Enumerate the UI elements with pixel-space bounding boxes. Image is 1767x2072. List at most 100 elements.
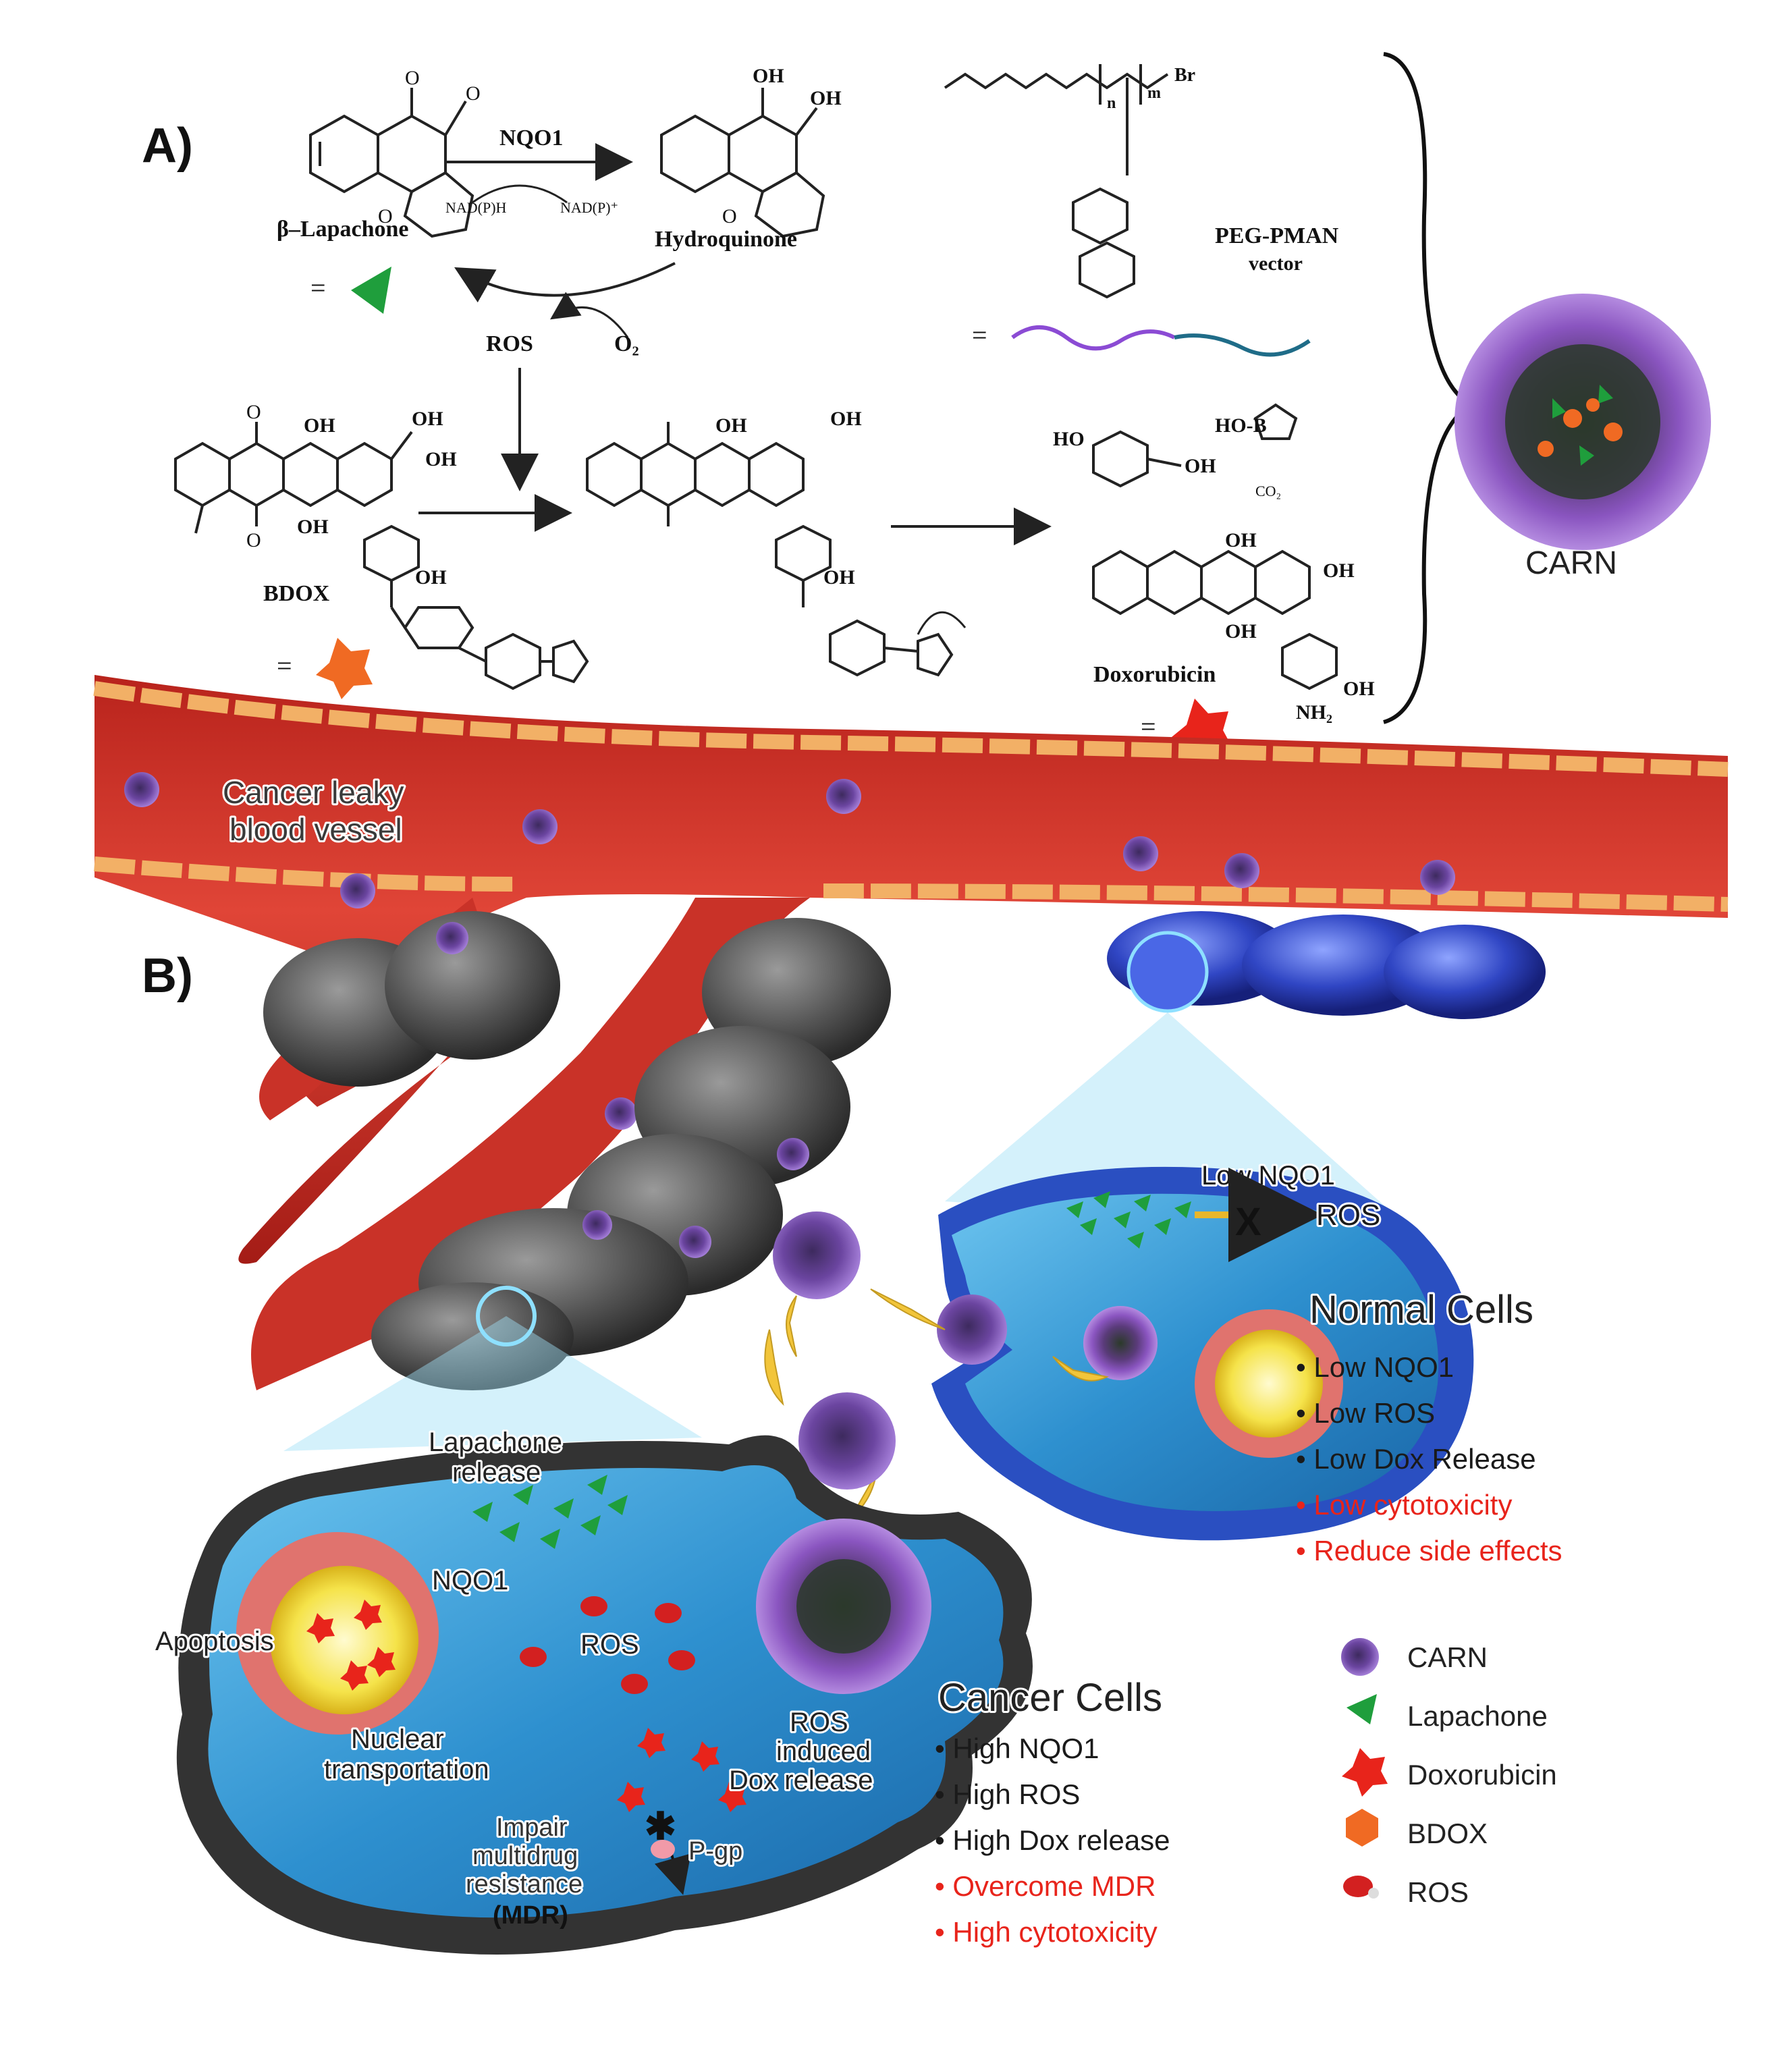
- normal-cell-cluster: [1107, 911, 1546, 1019]
- svg-text:NAD(P)H: NAD(P)H: [445, 199, 507, 216]
- panel-b-label: B): [142, 949, 193, 1003]
- blood-vessel: [94, 675, 1728, 1264]
- impair-label-2: multidrug: [472, 1842, 578, 1870]
- cancer-cells-list-bullet: •: [935, 1870, 952, 1902]
- legend-label-bdox: BDOX: [1407, 1818, 1488, 1849]
- ros-label-a: ROS: [486, 331, 533, 356]
- svg-text:O: O: [246, 401, 261, 423]
- cancer-cells-list-item: • High Dox release: [935, 1824, 1170, 1856]
- impair-label-3: resistance: [466, 1870, 582, 1899]
- svg-text:O: O: [246, 529, 261, 551]
- cancer-cell: [176, 1435, 1033, 1955]
- cancer-zoom-cone: [283, 1316, 702, 1451]
- normal-cell-lapachone-cluster: [1066, 1191, 1191, 1249]
- cancer-cells-list-item: • High NQO1: [935, 1733, 1099, 1764]
- low-nqo1-label: Low NQO1: [1201, 1161, 1335, 1191]
- ros-legend-icon: [1343, 1876, 1379, 1899]
- pgp-label: P-gp: [688, 1837, 742, 1865]
- cancer-cells-title: Cancer Cells: [938, 1676, 1162, 1720]
- bdox-legend-icon: [1346, 1809, 1378, 1847]
- o2-label: O₂: [614, 331, 639, 356]
- svg-text:O: O: [405, 67, 420, 89]
- grouping-brace: [1383, 52, 1476, 724]
- svg-text:OH: OH: [830, 408, 862, 430]
- intermediate-structure: [586, 422, 954, 677]
- svg-text:Br: Br: [1174, 65, 1195, 86]
- normal-cells-list-item: • Low cytotoxicity: [1296, 1489, 1512, 1521]
- ros-induced-label-2: induced: [776, 1737, 871, 1766]
- nqo1-label: NQO1: [432, 1566, 508, 1596]
- svg-text:HO: HO: [1053, 428, 1085, 450]
- svg-text:OH: OH: [1185, 455, 1216, 477]
- svg-text:OH: OH: [304, 414, 335, 437]
- vessel-branch-main: [251, 898, 810, 1390]
- impair-label-1: Impair: [496, 1814, 568, 1842]
- cancer-ros-dox: [520, 1596, 746, 1812]
- beta-lapachone-structure: [309, 88, 474, 238]
- doxorubicin-structure: [1092, 549, 1338, 690]
- svg-text:=: =: [1141, 711, 1156, 742]
- vessel-label-line1: Cancer leaky: [223, 775, 404, 810]
- carn-label: CARN: [1525, 545, 1617, 581]
- normal-cells-list-bullet: •: [1296, 1443, 1313, 1475]
- lapachone-release-label-2: release: [452, 1458, 541, 1488]
- lapachone-release-label-1: Lapachone: [429, 1427, 562, 1457]
- carn-nanoparticle-large: [1455, 294, 1711, 550]
- legend-label-lapachone: Lapachone: [1407, 1700, 1548, 1732]
- svg-text:=: =: [277, 651, 292, 681]
- svg-text:OH: OH: [810, 87, 842, 109]
- cancer-cells-list-bullet: •: [935, 1733, 952, 1764]
- svg-text:=: =: [972, 320, 987, 350]
- nqo1-arrow-label: NQO1: [499, 126, 563, 151]
- normal-cells-list-bullet: •: [1296, 1489, 1313, 1521]
- bdox-name: BDOX: [263, 581, 330, 606]
- normal-cells-list-item: • Low NQO1: [1296, 1351, 1454, 1383]
- svg-text:OH: OH: [715, 414, 747, 437]
- svg-text:OH: OH: [412, 408, 443, 430]
- svg-text:OH: OH: [1225, 529, 1257, 551]
- normal-cells-list-bullet: •: [1296, 1535, 1313, 1566]
- svg-text:OH: OH: [297, 516, 329, 538]
- pgp-pump-icon: [651, 1840, 675, 1859]
- svg-text:OH: OH: [753, 65, 784, 87]
- vessel-label-line2: blood vessel: [229, 812, 402, 847]
- cancer-lapachone-cluster: [472, 1475, 628, 1549]
- panel-b: Cancer leaky blood vessel: [93, 675, 1729, 1955]
- svg-text:OH: OH: [823, 566, 855, 589]
- free-carn-1: [773, 1211, 861, 1299]
- peg-chain-icon: [1011, 325, 1176, 351]
- svg-text:OH: OH: [1343, 678, 1375, 700]
- panel-a-label: A): [142, 119, 193, 173]
- svg-text:CO₂: CO₂: [1255, 483, 1281, 499]
- svg-text:OH: OH: [1225, 620, 1257, 643]
- apoptosis-label: Apoptosis: [155, 1627, 274, 1656]
- bdox-icon: [316, 638, 373, 699]
- svg-text:NAD(P)⁺: NAD(P)⁺: [560, 199, 618, 216]
- svg-text:m: m: [1147, 84, 1161, 102]
- normal-cells-list-bullet: •: [1296, 1397, 1313, 1429]
- lapachone-icon: [351, 267, 391, 314]
- normal-cells-list-item: • Low Dox Release: [1296, 1443, 1536, 1475]
- legend-label-doxorubicin: Doxorubicin: [1407, 1759, 1557, 1791]
- nuclear-label-1: Nuclear: [351, 1724, 444, 1754]
- tumor-cell-cluster: [263, 911, 891, 1390]
- impair-label-4: (MDR): [493, 1901, 568, 1930]
- hydroquinone-name: Hydroquinone: [655, 227, 797, 252]
- cancer-cells-list: • High NQO1• High ROS• High Dox release•…: [935, 1733, 1170, 1948]
- pman-chain-icon: [1174, 333, 1311, 357]
- normal-cells-list-item: • Reduce side effects: [1296, 1535, 1562, 1566]
- svg-text:OH: OH: [1323, 560, 1355, 582]
- doxorubicin-name: Doxorubicin: [1093, 662, 1216, 687]
- ros-label-b: ROS: [580, 1630, 639, 1660]
- blocked-ros-label: ROS: [1316, 1199, 1380, 1232]
- normal-cells-title: Normal Cells: [1309, 1288, 1533, 1332]
- legend-label-ros: ROS: [1407, 1876, 1469, 1908]
- doxorubicin-legend-icon: [1342, 1748, 1388, 1797]
- svg-text:NH₂: NH₂: [1296, 701, 1332, 724]
- lapachone-name: β–Lapachone: [277, 217, 409, 242]
- cancer-cells-list-item: • Overcome MDR: [935, 1870, 1156, 1902]
- svg-text:O: O: [378, 205, 393, 227]
- panel-a: A) O O O β–Lapachone = NQO1 NAD(P)H NAD(…: [142, 52, 1711, 763]
